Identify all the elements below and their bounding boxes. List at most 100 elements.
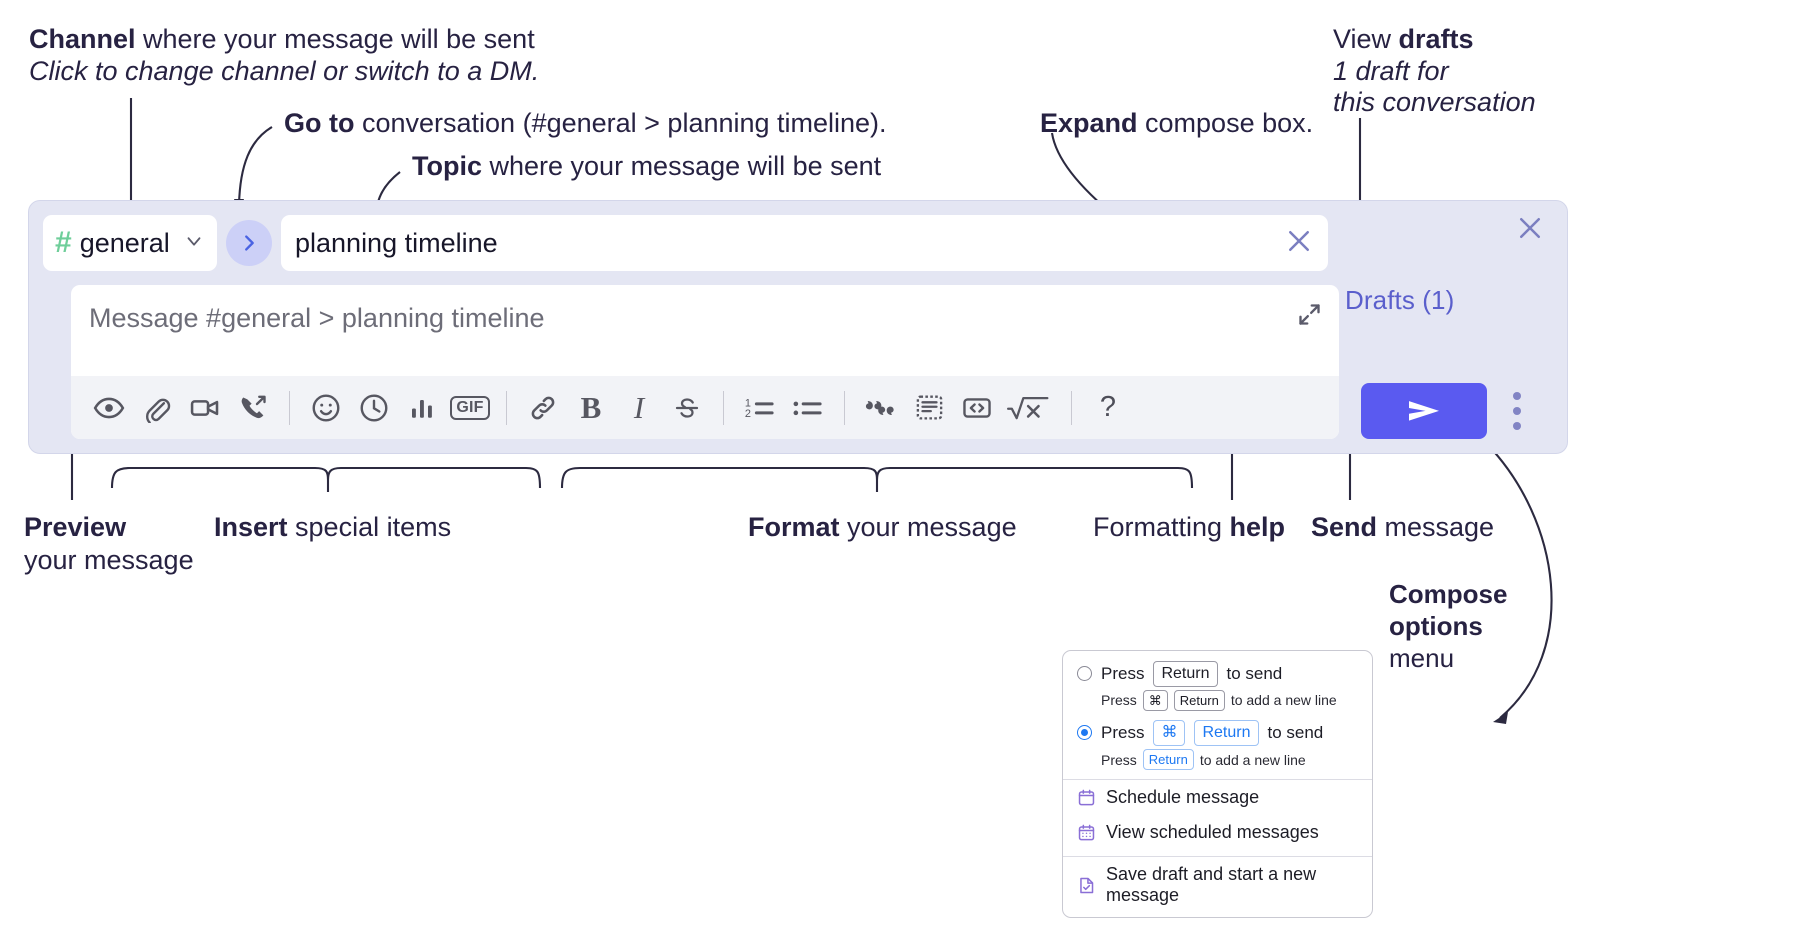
video-icon[interactable] <box>181 384 229 432</box>
svg-text:2: 2 <box>745 407 751 419</box>
annotation-preview-sub: your message <box>24 543 194 578</box>
kebab-dot <box>1513 422 1521 430</box>
annotation-channel: Channel where your message will be sent <box>29 22 535 57</box>
clear-topic-icon[interactable] <box>1284 226 1314 261</box>
strikethrough-icon[interactable] <box>663 384 711 432</box>
menu-divider <box>1063 856 1372 858</box>
blockquote-icon[interactable] <box>857 384 905 432</box>
radio-row-pre: Press <box>1101 663 1145 683</box>
sub-pre: Press <box>1101 751 1137 768</box>
annotation-expand-bold: Expand <box>1040 108 1138 138</box>
code-block-icon[interactable] <box>905 384 953 432</box>
annotation-help-bold: help <box>1229 512 1286 542</box>
kebab-dot <box>1513 392 1521 400</box>
formatting-toolbar: GIF B I <box>71 376 1339 439</box>
annotation-goto: Go to conversation (#general > planning … <box>284 106 887 141</box>
kbd-return: Return <box>1153 661 1218 687</box>
gif-label: GIF <box>450 395 490 420</box>
annotation-options-line1: Compose <box>1389 579 1508 609</box>
kbd-cmd: ⌘ <box>1153 720 1186 746</box>
annotation-expand-rest: compose box. <box>1137 108 1314 138</box>
svg-text:1: 1 <box>745 397 751 409</box>
chevron-down-icon <box>183 230 205 257</box>
annotation-drafts-bold: drafts <box>1398 24 1474 54</box>
radio-return-to-send[interactable] <box>1077 666 1092 682</box>
menu-divider <box>1063 779 1372 781</box>
compose-panel: # general planning timeline Message #gen… <box>28 200 1568 454</box>
code-icon[interactable] <box>953 384 1001 432</box>
annotation-drafts-pre: View <box>1333 24 1399 54</box>
save-draft-icon <box>1077 876 1096 895</box>
math-icon[interactable] <box>1001 384 1059 432</box>
clock-icon[interactable] <box>350 384 398 432</box>
menu-item-view-scheduled-messages[interactable]: View scheduled messages <box>1063 815 1372 850</box>
ordered-list-icon[interactable]: 1 2 <box>736 384 784 432</box>
attachment-icon[interactable] <box>133 384 181 432</box>
annotation-options-line3: menu <box>1389 643 1455 673</box>
menu-item-label: View scheduled messages <box>1106 822 1319 843</box>
audio-call-icon[interactable] <box>229 384 277 432</box>
annotation-format-bold: Format <box>748 512 840 542</box>
menu-radio-row[interactable]: Press ⌘ Return to send <box>1063 720 1372 746</box>
annotation-send: Send message <box>1311 510 1494 545</box>
goto-conversation-button[interactable] <box>226 220 272 266</box>
sub-post: to add a new line <box>1230 692 1337 709</box>
channel-selector[interactable]: # general <box>43 215 217 271</box>
bulleted-list-icon[interactable] <box>784 384 832 432</box>
compose-options-button[interactable] <box>1502 386 1532 436</box>
radio-row-pre: Press <box>1101 722 1145 742</box>
radio-row-post: to send <box>1267 722 1324 742</box>
message-input-box[interactable]: Message #general > planning timeline <box>71 285 1339 439</box>
menu-item-label: Save draft and start a new message <box>1106 864 1317 906</box>
radio-cmd-return-to-send[interactable] <box>1077 725 1092 741</box>
poll-icon[interactable] <box>398 384 446 432</box>
close-icon[interactable] <box>1515 213 1545 243</box>
preview-icon[interactable] <box>85 384 133 432</box>
kbd-return: Return <box>1173 689 1225 712</box>
link-icon[interactable] <box>519 384 567 432</box>
help-icon[interactable]: ? <box>1084 384 1132 432</box>
toolbar-separator <box>1071 390 1072 425</box>
toolbar-separator <box>723 390 724 425</box>
expand-icon[interactable] <box>1296 301 1323 333</box>
toolbar-separator <box>844 390 845 425</box>
annotation-format-rest: your message <box>839 512 1017 542</box>
annotation-topic-bold: Topic <box>412 151 482 181</box>
menu-item-save-draft[interactable]: Save draft and start a new message <box>1063 857 1372 913</box>
annotation-preview-sub-text: your message <box>24 545 194 575</box>
help-label: ? <box>1099 391 1117 423</box>
sub-post: to add a new line <box>1199 751 1306 768</box>
menu-radio-row[interactable]: Press Return to send <box>1063 661 1372 687</box>
annotation-preview-bold: Preview <box>24 512 127 542</box>
menu-item-schedule-message[interactable]: Schedule message <box>1063 780 1372 815</box>
annotation-drafts-sub2: this conversation <box>1333 85 1536 120</box>
annotation-insert-bold: Insert <box>214 512 288 542</box>
compose-header-row: # general planning timeline <box>43 215 1328 271</box>
drafts-link[interactable]: Drafts (1) <box>1345 285 1455 315</box>
bold-icon[interactable]: B <box>580 389 602 425</box>
gif-icon[interactable]: GIF <box>446 384 494 432</box>
sub-pre: Press <box>1101 692 1137 709</box>
emoji-icon[interactable] <box>302 384 350 432</box>
kebab-dot <box>1513 407 1521 415</box>
topic-input[interactable]: planning timeline <box>281 215 1328 271</box>
annotation-goto-bold: Go to <box>284 108 355 138</box>
hash-icon: # <box>55 226 72 259</box>
annotation-drafts: View drafts <box>1333 22 1474 57</box>
menu-item-label: Schedule message <box>1106 787 1260 808</box>
annotation-channel-bold: Channel <box>29 24 136 54</box>
annotation-send-bold: Send <box>1311 512 1378 542</box>
calendar-grid-icon <box>1077 823 1096 842</box>
send-button[interactable] <box>1361 383 1487 439</box>
kbd-return: Return <box>1194 720 1259 746</box>
kbd-return: Return <box>1142 748 1194 771</box>
italic-icon[interactable]: I <box>633 389 645 425</box>
radio-row-post: to send <box>1226 663 1283 683</box>
topic-input-value: planning timeline <box>295 227 498 258</box>
toolbar-separator <box>506 390 507 425</box>
annotation-options-line2: options <box>1389 611 1483 641</box>
compose-options-menu: Press Return to send Press ⌘ Return to a… <box>1062 650 1373 919</box>
toolbar-separator <box>289 390 290 425</box>
